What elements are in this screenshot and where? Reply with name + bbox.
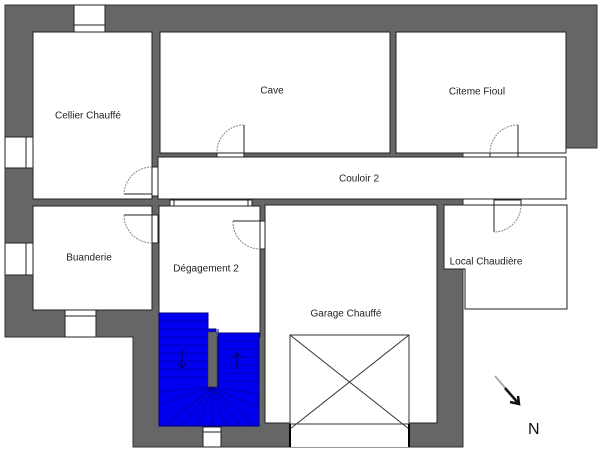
room-couloir (157, 156, 567, 200)
garage-opening (289, 334, 410, 447)
compass-arrow-icon (494, 375, 521, 406)
stair-core (207, 331, 218, 388)
label-cellier: Cellier Chauffé (55, 110, 121, 122)
room-buanderie (32, 205, 153, 311)
label-degagement: Dégagement 2 (173, 263, 239, 275)
doors (123, 124, 522, 250)
label-couloir: Couloir 2 (338, 173, 380, 185)
room-cave (159, 31, 391, 154)
windows (4, 4, 253, 448)
compass-north-label: N (528, 421, 540, 438)
window-left-cellier (4, 136, 34, 169)
window-top-cellier (73, 4, 106, 33)
window-degagement-couloir (169, 199, 253, 207)
stair-arrows (177, 350, 242, 370)
label-chaudiere: Local Chaudière (449, 256, 523, 268)
window-left-buanderie (4, 242, 34, 276)
window-bottom-buanderie (64, 309, 97, 338)
room-chaudiere (443, 204, 568, 310)
label-cave: Cave (260, 85, 284, 97)
label-citerne: Citeme Fioul (448, 86, 506, 98)
room-cellier (32, 31, 153, 200)
room-citerne (395, 31, 567, 154)
staircase (158, 312, 260, 427)
label-garage: Garage Chauffé (310, 308, 382, 320)
window-bottom-stairs (202, 426, 222, 448)
label-buanderie: Buanderie (66, 252, 112, 264)
